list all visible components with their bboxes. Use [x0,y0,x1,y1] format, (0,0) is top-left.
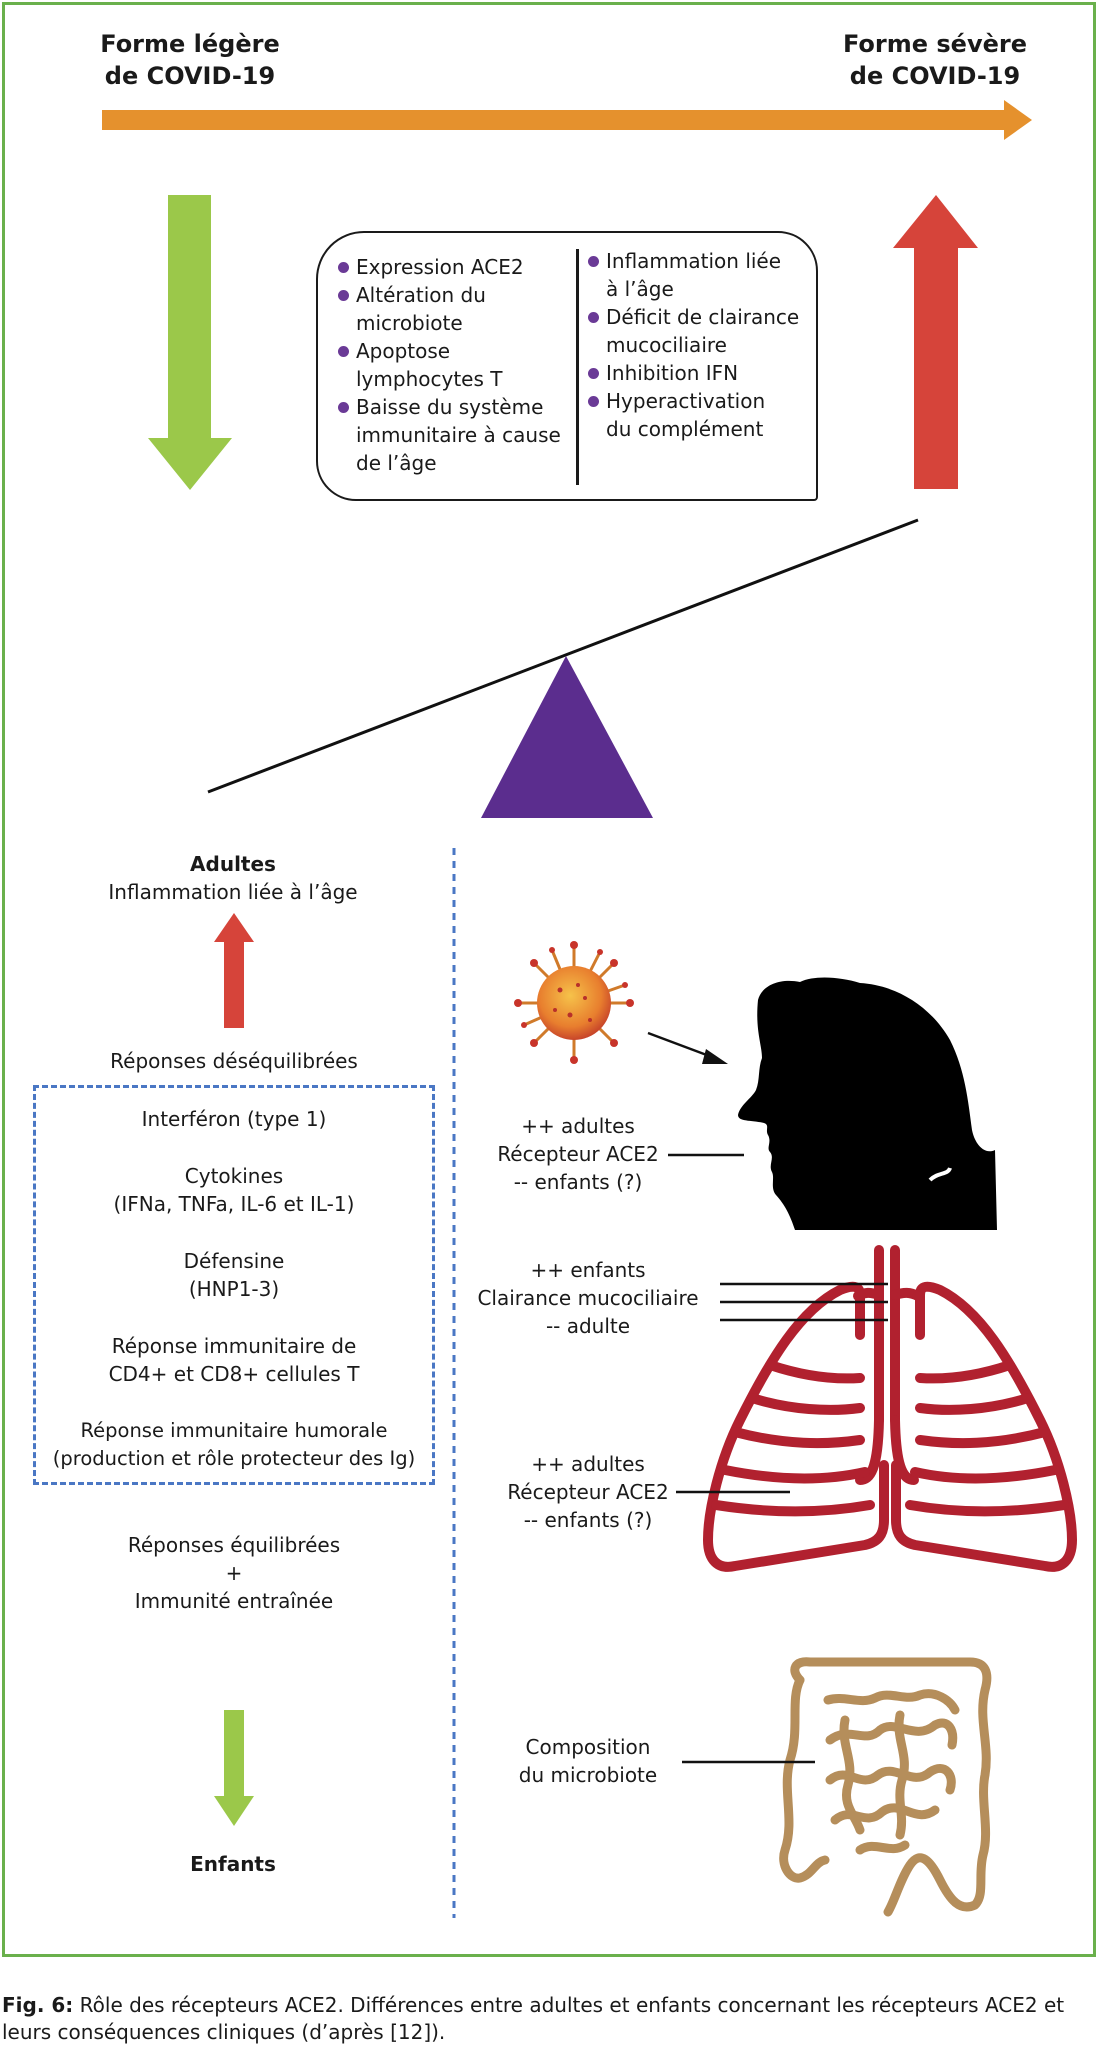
bullet-icon [338,290,349,301]
green-down-arrow-top [148,195,232,490]
mucociliary-clearance-label: ++ enfants Clairance mucociliaire -- adu… [477,1258,699,1338]
diagram-graphics [102,100,1077,1918]
bullet-icon [588,368,599,379]
response-cytokines: Cytokines (IFNa, TNFa, IL-6 et IL-1) [113,1164,355,1216]
bullet-icon [338,402,349,413]
figure-caption: Fig. 6: Rôle des récepteurs ACE2. Différ… [2,1993,1065,2044]
bullet-icon [588,396,599,407]
mild-form-title: Forme légère de COVID-19 [100,30,280,90]
green-down-arrow-small [214,1710,254,1826]
severe-form-title: Forme sévère de COVID-19 [843,30,1027,90]
severity-arrow [102,100,1032,140]
lungs-icon [703,1245,1077,1572]
intestine-icon [779,1657,992,1917]
factor-item: Expression ACE2 [338,253,570,281]
response-t-cells: Réponse immunitaire de CD4+ et CD8+ cell… [108,1334,360,1386]
balance-beam [207,518,919,794]
virus-icon [514,941,634,1064]
head-ace2-label: ++ adultes Récepteur ACE2 -- enfants (?) [497,1114,659,1194]
lungs-ace2-label: ++ adultes Récepteur ACE2 -- enfants (?) [507,1452,669,1532]
children-title: Enfants [190,1852,276,1876]
bullet-icon [588,256,599,267]
factor-divider [576,249,579,485]
adults-subtitle: Inflammation liée à l’âge [108,880,358,904]
red-up-arrow-small [214,913,254,1028]
unbalanced-responses-label: Réponses déséquilibrées [110,1049,358,1073]
red-up-arrow-top [893,195,978,489]
response-defensin: Défensine (HNP1-3) [183,1249,285,1301]
response-humoral: Réponse immunitaire humorale (production… [52,1419,416,1470]
response-interferon: Interféron (type 1) [141,1107,327,1131]
bullet-icon [338,346,349,357]
head-highlight [928,1167,952,1182]
head-silhouette-icon [738,977,997,1230]
adults-title: Adultes [190,852,276,876]
immune-responses-box: Interféron (type 1) Cytokines (IFNa, TNF… [33,1085,435,1485]
virus-to-head-arrow [647,1031,728,1064]
bullet-icon [588,312,599,323]
balance-fulcrum [481,656,653,818]
balanced-responses: Réponses équilibrées + Immunité entraîné… [127,1533,341,1613]
factor-item: Inhibition IFN [588,359,814,387]
microbiota-label: Composition du microbiote [518,1735,658,1787]
figure-frame [2,2,1096,1957]
bullet-icon [338,262,349,273]
